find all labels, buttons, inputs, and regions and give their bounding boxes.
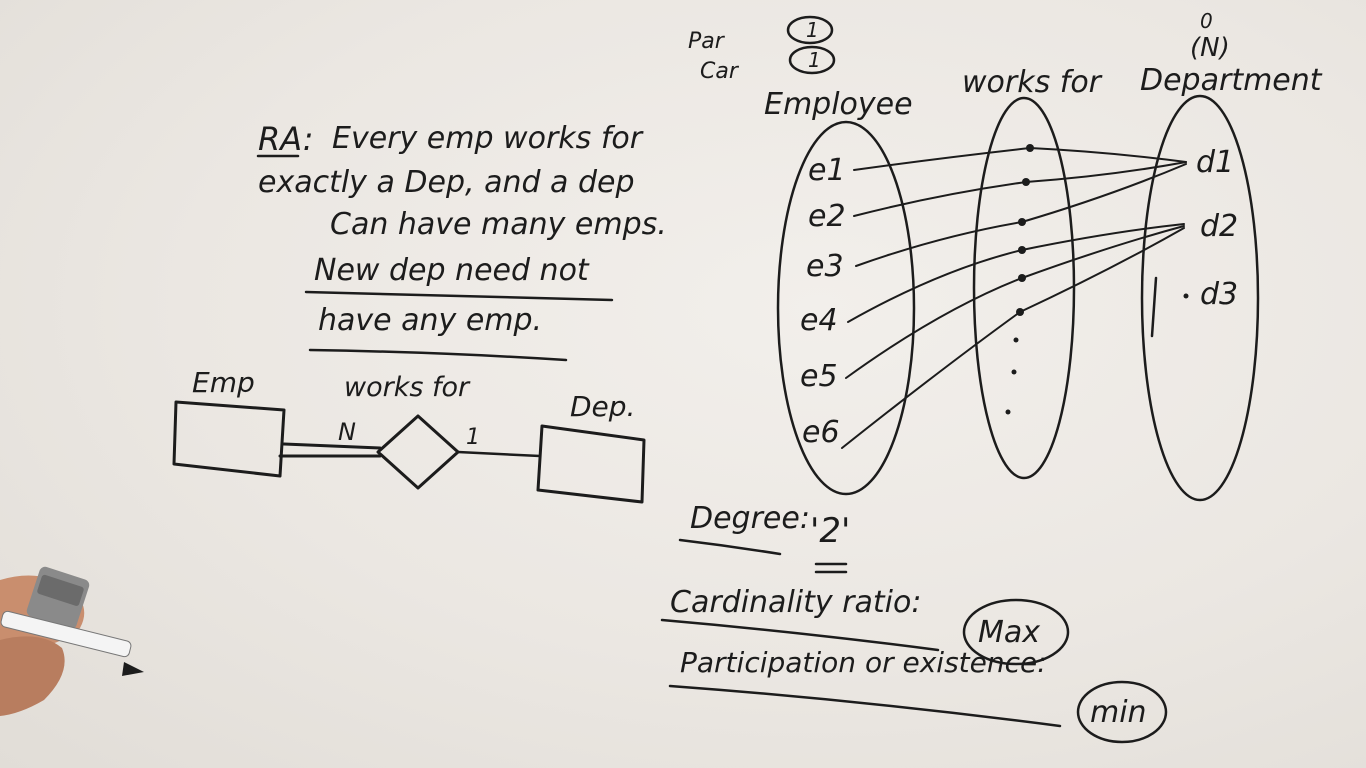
note-line-1: New dep need not [314, 253, 590, 288]
employee-e2: e2 [808, 199, 846, 234]
er-entity-emp-box [172, 400, 286, 478]
employee-e3: e3 [806, 249, 844, 284]
hand-with-marker [0, 566, 144, 716]
top-right-zero: 0 [1200, 9, 1213, 33]
link-r3-d1 [1021, 163, 1187, 223]
er-entity-dep-label: Dep. [570, 390, 635, 423]
note-underline-2 [308, 348, 568, 362]
relation-ellipsis-3 [1005, 409, 1011, 415]
car-circle [788, 45, 836, 75]
department-set-ellipse [1140, 94, 1260, 502]
ra-label: RA: [258, 120, 314, 158]
er-entity-emp-label: Emp [192, 366, 255, 399]
link-e3 [855, 221, 1023, 267]
participation-circle [1076, 680, 1168, 744]
er-card-n: N [338, 418, 356, 446]
note-underline-1 [304, 290, 614, 302]
er-single-line [456, 450, 542, 458]
er-double-line-top [282, 442, 382, 450]
er-card-1: 1 [466, 425, 480, 450]
par-value: 1 [806, 18, 819, 42]
employee-e5: e5 [800, 359, 838, 394]
link-r1-d1 [1029, 147, 1187, 163]
participation-value: min [1090, 695, 1147, 730]
participation-underline [668, 684, 1062, 728]
link-e6 [841, 311, 1021, 449]
cardinality-circle [962, 598, 1070, 666]
car-value: 1 [808, 48, 821, 72]
link-r2-d1 [1025, 161, 1187, 183]
department-d3: d3 [1200, 277, 1238, 312]
link-e5 [845, 277, 1023, 379]
relation-ellipsis-1 [1013, 337, 1019, 343]
set-department-title: Department [1140, 63, 1323, 98]
ra-line-3: Can have many emps. [330, 207, 667, 242]
employee-e4: e4 [800, 303, 838, 338]
department-stroke-mark [1150, 276, 1158, 338]
er-relation-label: works for [344, 372, 471, 403]
worksfor-set-ellipse [972, 96, 1076, 480]
employee-e1: e1 [808, 153, 846, 188]
degree-label: Degree: [690, 501, 810, 536]
ra-line-2: exactly a Dep, and a dep [258, 165, 635, 200]
cardinality-label: Cardinality ratio: [670, 585, 921, 620]
er-entity-dep-box [536, 424, 646, 504]
relation-ellipsis-2 [1011, 369, 1017, 375]
d3-dot [1183, 293, 1189, 299]
marker-icon [0, 610, 132, 658]
top-right-n: (N) [1190, 33, 1230, 63]
er-relation-diamond [376, 414, 460, 490]
employee-set-ellipse [776, 120, 916, 496]
department-d1: d1 [1196, 145, 1234, 180]
link-r5-d2 [1021, 225, 1185, 279]
set-worksfor-title: works for [962, 65, 1103, 100]
cardinality-value: Max [978, 615, 1040, 650]
note-line-2: have any emp. [318, 303, 542, 338]
link-e2 [853, 181, 1027, 217]
department-d2: d2 [1200, 209, 1238, 244]
car-label: Car [700, 59, 740, 84]
cardinality-underline [660, 618, 940, 652]
participation-label: Participation or existence: [680, 646, 1047, 679]
par-circle [786, 15, 834, 45]
degree-underline [678, 538, 782, 556]
employee-e6: e6 [802, 415, 840, 450]
ra-line-1: Every emp works for [332, 121, 644, 156]
degree-value: '2' [810, 511, 850, 551]
link-e4 [847, 249, 1023, 323]
link-r4-d2 [1021, 223, 1185, 251]
par-label: Par [688, 29, 726, 54]
link-r6-d2 [1019, 227, 1185, 313]
link-e1 [853, 147, 1031, 171]
set-employee-title: Employee [764, 87, 913, 122]
